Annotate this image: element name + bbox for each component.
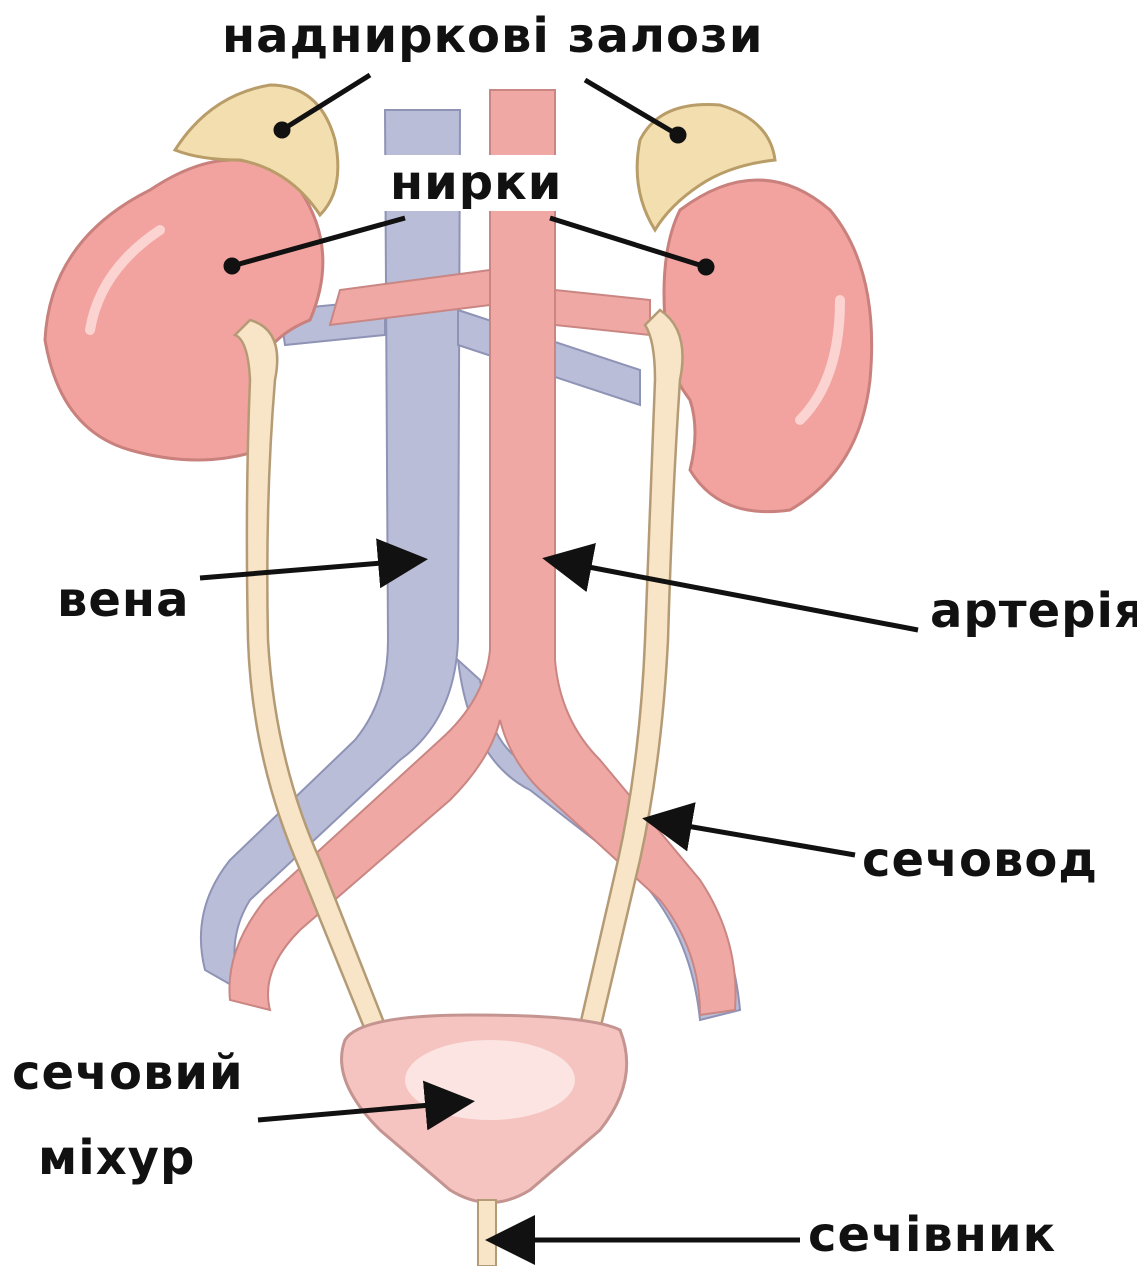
arrow-ureter: [652, 820, 855, 855]
label-artery: артерія: [930, 583, 1137, 639]
label-ureter: сечовод: [862, 832, 1098, 888]
label-kidneys: нирки: [384, 155, 568, 211]
kidney-right: [664, 180, 872, 512]
dot-adrenal-right: [672, 129, 684, 141]
label-bladder-line2: міхур: [38, 1130, 195, 1186]
line-adrenal-right: [585, 80, 678, 135]
label-adrenal-glands: надниркові залози: [222, 8, 764, 64]
ureter-right: [580, 310, 683, 1030]
label-bladder-line1: сечовий: [12, 1045, 244, 1101]
label-urethra: сечівник: [808, 1207, 1056, 1263]
arrow-artery: [552, 560, 918, 630]
label-vein: вена: [57, 572, 189, 628]
urethra: [478, 1200, 496, 1266]
dot-adrenal-left: [276, 124, 288, 136]
kidney-left: [45, 160, 323, 460]
dot-kidney-right: [700, 261, 712, 273]
dot-kidney-left: [226, 260, 238, 272]
arrow-vein: [200, 560, 418, 578]
